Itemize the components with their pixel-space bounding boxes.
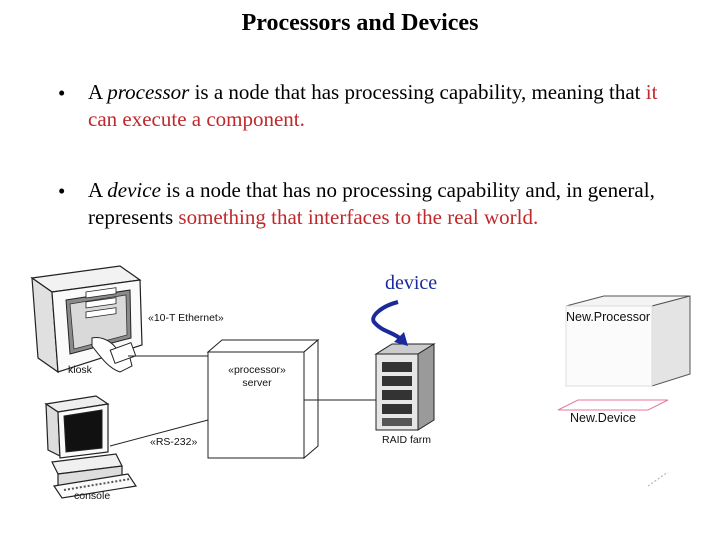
new-processor-node (565, 295, 691, 387)
ethernet-label: «10-T Ethernet» (148, 312, 224, 324)
new-device-label: New.Device (570, 411, 636, 425)
bullet-highlight: something that interfaces to the real wo… (178, 205, 539, 229)
processor-stereotype: «processor» (228, 364, 286, 376)
kiosk-icon (30, 265, 143, 374)
slide-title: Processors and Devices (241, 10, 479, 36)
device-arrow (371, 300, 404, 342)
bullet-prefix: A (88, 178, 108, 202)
bullet-processor: A processor is a node that has processin… (88, 79, 688, 133)
console-icon (44, 395, 138, 499)
bullet-term: device (107, 178, 161, 202)
bullet-middle: is a node that has no processing capabil… (88, 178, 655, 229)
bullet-marker: • (58, 179, 66, 203)
bullet-highlight: it can execute a component. (88, 80, 658, 131)
rs232-label: «RS-232» (150, 436, 198, 448)
bullet-middle: is a node that has processing capability… (189, 80, 646, 104)
bullet-prefix: A (88, 80, 108, 104)
console-label: console (74, 490, 111, 502)
device-callout-label: device (385, 272, 438, 294)
rs232-connection (109, 419, 209, 447)
kiosk-label: kiosk (68, 364, 92, 376)
bullet-device: A device is a node that has no processin… (88, 177, 688, 231)
new-processor-label: New.Processor (566, 310, 651, 324)
raid-farm-icon (374, 343, 436, 431)
bullet-marker: • (58, 81, 66, 105)
bullet-term: processor (107, 80, 190, 104)
new-device-node (557, 399, 669, 411)
raid-farm-label: RAID farm (382, 434, 432, 446)
processor-name: server (242, 377, 272, 389)
processor-node (206, 338, 320, 460)
